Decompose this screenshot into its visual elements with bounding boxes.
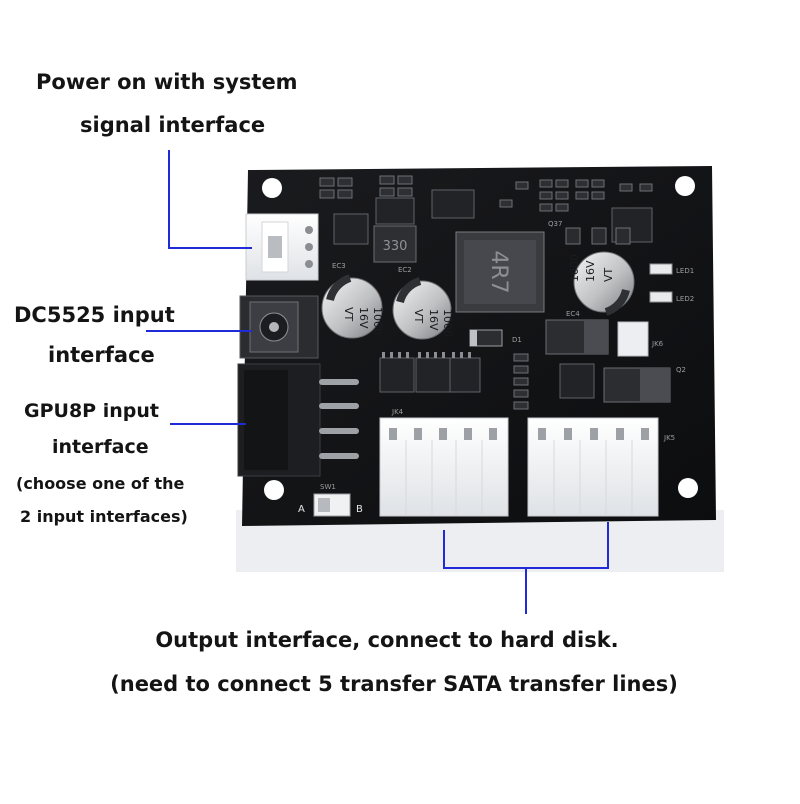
capacitor: 1000 16V VT <box>568 251 635 316</box>
svg-text:330: 330 <box>383 239 408 254</box>
led <box>649 291 673 303</box>
slide-switch <box>313 493 351 517</box>
mount-hole <box>262 178 282 198</box>
gpu8p-label-line1: GPU8P input <box>24 400 159 422</box>
jk6-label: JK6 <box>651 340 664 348</box>
ic-chip <box>611 207 653 243</box>
svg-text:1000: 1000 <box>441 309 454 337</box>
output-label-line2: (need to connect 5 transfer SATA transfe… <box>0 672 800 696</box>
big-inductor: 4R7 <box>455 231 545 313</box>
power-label-line2: signal interface <box>80 113 266 137</box>
svg-text:16V: 16V <box>584 260 597 282</box>
svg-text:1000: 1000 <box>568 254 581 282</box>
signal-connector <box>245 213 319 281</box>
choose-note-line1: (choose one of the <box>16 474 185 493</box>
svg-text:16V: 16V <box>357 307 370 329</box>
gpu8p-connector <box>237 363 359 477</box>
led2-label: LED2 <box>676 295 694 303</box>
ec4-label: EC4 <box>566 310 580 318</box>
dc5525-label-line1: DC5525 input <box>14 303 175 327</box>
svg-text:VT: VT <box>412 309 425 324</box>
mount-hole <box>678 478 698 498</box>
svg-text:1000: 1000 <box>371 307 384 335</box>
choose-note-line2: 2 input interfaces) <box>20 507 188 526</box>
svg-text:4R7: 4R7 <box>486 250 511 293</box>
ic-chip <box>375 197 415 225</box>
gpu8p-label-line2: interface <box>52 436 149 458</box>
ic-chip <box>333 213 369 245</box>
mosfet <box>603 367 671 403</box>
mount-hole <box>675 176 695 196</box>
ic-chip <box>559 363 595 399</box>
output-label-line1: Output interface, connect to hard disk. <box>0 628 800 652</box>
dc5525-label-line2: interface <box>48 343 155 367</box>
jk5-label: JK5 <box>663 434 675 442</box>
callout-line-power <box>168 150 252 249</box>
output-connector-jk4 <box>379 417 509 517</box>
svg-text:16V: 16V <box>427 309 440 331</box>
sw1-label: SW1 <box>320 483 336 491</box>
resistor-column <box>513 353 529 410</box>
ic-chip <box>431 189 475 219</box>
q37-label: Q37 <box>548 220 562 228</box>
mosfet <box>545 319 609 355</box>
d1-label: D1 <box>512 336 522 344</box>
svg-text:VT: VT <box>342 307 355 322</box>
output-connector-jk5 <box>527 417 659 517</box>
mount-hole <box>264 480 284 500</box>
switch-b-label: B <box>356 504 363 515</box>
svg-text:VT: VT <box>602 267 615 282</box>
ec3-label: EC3 <box>332 262 346 270</box>
power-label-line1: Power on with system <box>36 70 298 94</box>
led1-label: LED1 <box>676 267 694 275</box>
dc5525-jack <box>239 295 319 359</box>
transistors <box>565 227 631 245</box>
smd-components <box>319 175 653 212</box>
small-inductor: 330 <box>373 225 417 263</box>
output-label-line1-text: Output interface, connect to hard disk. <box>155 628 619 652</box>
ec2-label: EC2 <box>398 266 412 274</box>
switch-a-label: A <box>298 504 305 515</box>
ic-row <box>379 352 481 393</box>
output-label-line2-text: (need to connect 5 transfer SATA transfe… <box>110 672 678 696</box>
white-component <box>617 321 649 357</box>
led <box>649 263 673 275</box>
capacitor: 1000 16V VT <box>392 277 454 340</box>
jk4-label: JK4 <box>391 408 404 416</box>
callout-lines <box>146 150 609 614</box>
capacitor: 1000 16V VT <box>321 274 384 339</box>
q2-label: Q2 <box>676 366 686 374</box>
